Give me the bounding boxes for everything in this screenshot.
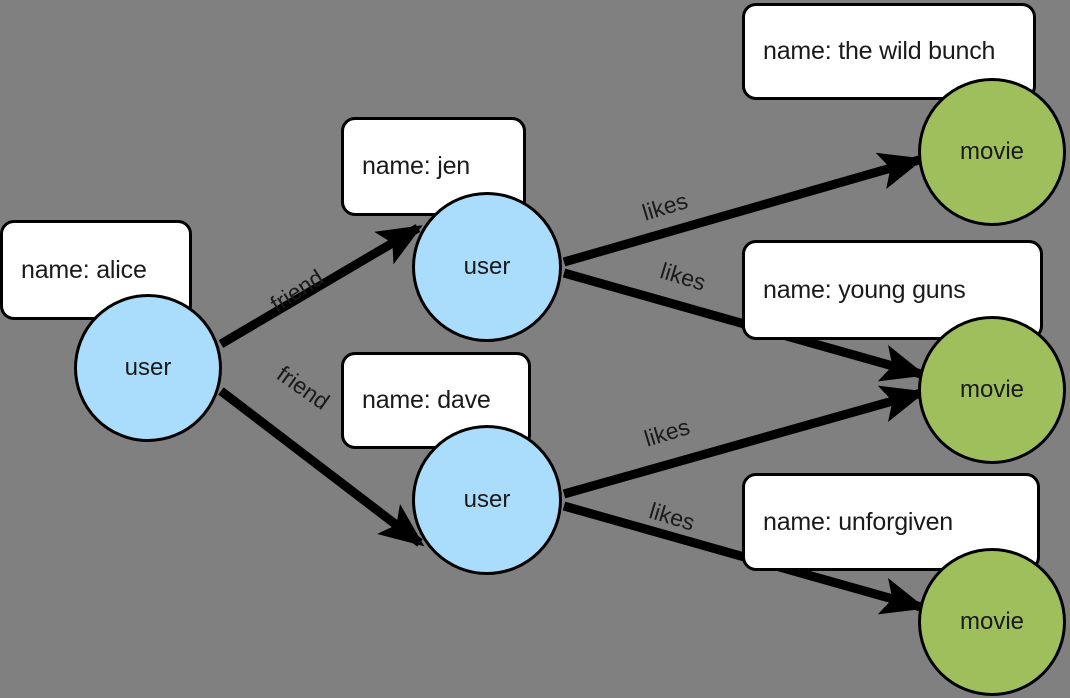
node-type-label-young-guns: movie xyxy=(959,376,1025,403)
edge-dave-likes-young-guns xyxy=(562,385,927,499)
node-dave[interactable]: user xyxy=(412,425,562,575)
property-label-the-wild-bunch: name: the wild bunch xyxy=(763,37,996,65)
node-type-label-the-wild-bunch: movie xyxy=(959,138,1025,165)
property-label-unforgiven: name: unforgiven xyxy=(763,507,953,536)
node-type-label-jen: user xyxy=(463,253,511,280)
property-label-jen: name: jen xyxy=(362,152,470,180)
property-label-dave: name: dave xyxy=(362,386,491,414)
property-label-alice: name: alice xyxy=(21,255,147,284)
edge-jen-likes-the-wild-bunch xyxy=(562,152,925,267)
node-the-wild-bunch[interactable]: movie xyxy=(918,78,1066,226)
node-alice[interactable]: user xyxy=(74,294,222,442)
property-label-young-guns: name: young guns xyxy=(763,275,966,304)
node-unforgiven[interactable]: movie xyxy=(918,548,1066,696)
edge-alice-friend-jen xyxy=(218,224,423,348)
node-type-label-unforgiven: movie xyxy=(959,608,1025,635)
node-jen[interactable]: user xyxy=(412,192,562,342)
node-young-guns[interactable]: movie xyxy=(918,316,1066,464)
node-type-label-alice: user xyxy=(124,354,172,381)
node-type-label-dave: user xyxy=(463,486,511,513)
edge-alice-friend-dave xyxy=(218,387,425,547)
